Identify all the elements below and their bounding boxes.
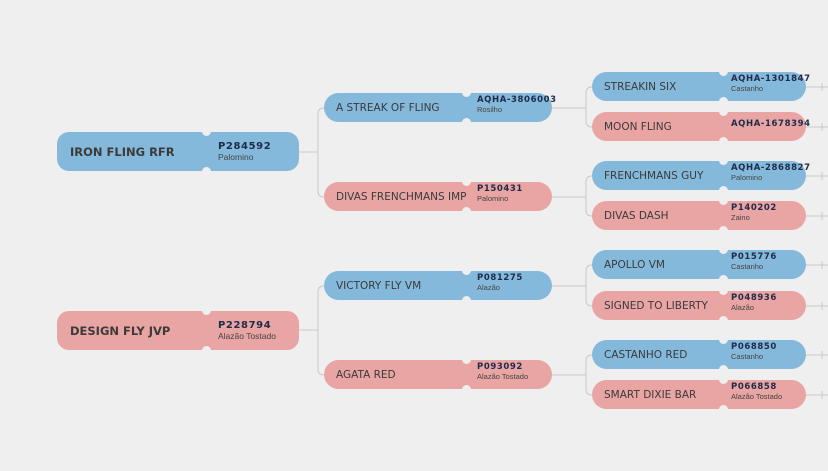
card-notch: [202, 306, 211, 315]
connector-curve: [585, 175, 593, 183]
coat-color: Palomino: [218, 152, 254, 162]
horse-card-streakin-six[interactable]: STREAKIN SIX AQHA-1301847 Castanho: [592, 67, 810, 106]
card-notch: [462, 88, 471, 97]
horse-card-divas-dash[interactable]: DIVAS DASH P140202 Zaino: [592, 196, 806, 235]
card-notch: [719, 186, 728, 195]
registration-number: AQHA-1301847: [731, 74, 811, 84]
card-notch: [462, 355, 471, 364]
connector-curve: [585, 209, 593, 217]
connector-curve: [585, 388, 593, 396]
horse-name: MOON FLING: [604, 120, 672, 133]
horse-card-apollo-vm[interactable]: APOLLO VM P015776 Castanho: [592, 245, 806, 284]
horse-name: AGATA RED: [336, 368, 396, 381]
horse-card-divas-frenchmans-imp[interactable]: DIVAS FRENCHMANS IMP P150431 Palomino: [324, 177, 552, 216]
horse-name: FRENCHMANS GUY: [604, 169, 704, 182]
card-notch: [719, 405, 728, 414]
horse-card-moon-fling[interactable]: MOON FLING AQHA-1678394: [592, 107, 810, 146]
registration-number: P066858: [731, 382, 777, 392]
coat-color: Palomino: [731, 173, 763, 182]
horse-name: DIVAS FRENCHMANS IMP: [336, 190, 467, 203]
horse-card-victory-fly-vm[interactable]: VICTORY FLY VM P081275 Alazão: [324, 266, 552, 305]
card-notch: [719, 156, 728, 165]
horse-name: CASTANHO RED: [604, 348, 688, 361]
card-notch: [719, 365, 728, 374]
card-notch: [719, 107, 728, 116]
registration-number: P228794: [218, 320, 272, 331]
card-notch: [719, 97, 728, 106]
coat-color: Palomino: [477, 194, 509, 203]
card-notch: [719, 196, 728, 205]
coat-color: Alazão: [477, 283, 500, 292]
card-notch: [462, 177, 471, 186]
card-notch: [202, 127, 211, 136]
horse-name: STREAKIN SIX: [604, 80, 677, 93]
coat-color: Castanho: [731, 84, 764, 93]
card-notch: [719, 226, 728, 235]
coat-color: Alazão Tostado: [477, 372, 529, 381]
registration-number: AQHA-3806003: [477, 95, 557, 105]
horse-name: APOLLO VM: [604, 258, 665, 271]
card-notch: [462, 296, 471, 305]
card-notch: [719, 67, 728, 76]
connector-curve: [317, 368, 325, 376]
card-notch: [719, 245, 728, 254]
horse-name: A STREAK OF FLING: [336, 101, 440, 114]
registration-number: P284592: [218, 141, 272, 152]
coat-color: Alazão: [731, 303, 754, 312]
card-notch: [202, 167, 211, 176]
registration-number: P015776: [731, 252, 777, 262]
connector-curve: [585, 299, 593, 307]
horse-card-iron-fling-rfr[interactable]: IRON FLING RFR P284592 Palomino: [57, 127, 299, 176]
horse-name: IRON FLING RFR: [70, 144, 175, 159]
registration-number: P150431: [477, 184, 523, 194]
horse-card-design-fly-jvp[interactable]: DESIGN FLY JVP P228794 Alazão Tostado: [57, 306, 299, 355]
horse-name: SMART DIXIE BAR: [604, 388, 697, 401]
horse-name: SIGNED TO LIBERTY: [604, 299, 708, 312]
connector-curve: [317, 285, 325, 293]
registration-number: P048936: [731, 293, 777, 303]
card-notch: [719, 137, 728, 146]
card-notch: [719, 286, 728, 295]
horse-card-agata-red[interactable]: AGATA RED P093092 Alazão Tostado: [324, 355, 552, 394]
horse-card-a-streak-of-fling[interactable]: A STREAK OF FLING AQHA-3806003 Rosilho: [324, 88, 556, 127]
connector-curve: [317, 190, 325, 198]
horse-card-frenchmans-guy[interactable]: FRENCHMANS GUY AQHA-2868827 Palomino: [592, 156, 810, 195]
registration-number: AQHA-2868827: [731, 163, 811, 173]
registration-number: AQHA-1678394: [731, 119, 811, 129]
registration-number: P140202: [731, 203, 777, 213]
card-notch: [719, 335, 728, 344]
connector-curve: [585, 354, 593, 362]
coat-color: Alazão Tostado: [218, 331, 276, 341]
card-notch: [462, 118, 471, 127]
connector-curve: [585, 86, 593, 94]
registration-number: P068850: [731, 342, 777, 352]
card-notch: [719, 275, 728, 284]
coat-color: Alazão Tostado: [731, 392, 783, 401]
coat-color: Castanho: [731, 262, 764, 271]
card-notch: [462, 385, 471, 394]
registration-number: P081275: [477, 273, 523, 283]
coat-color: Zaino: [731, 213, 750, 222]
coat-color: Rosilho: [477, 105, 503, 114]
card-notch: [462, 207, 471, 216]
connector-curve: [585, 264, 593, 272]
card-notch: [462, 266, 471, 275]
connector-curve: [317, 107, 325, 115]
card-notch: [202, 346, 211, 355]
horse-card-smart-dixie-bar[interactable]: SMART DIXIE BAR P066858 Alazão Tostado: [592, 375, 806, 414]
horse-name: VICTORY FLY VM: [336, 279, 422, 292]
horse-name: DIVAS DASH: [604, 209, 669, 222]
card-notch: [719, 375, 728, 384]
horse-card-castanho-red[interactable]: CASTANHO RED P068850 Castanho: [592, 335, 806, 374]
horse-card-signed-to-liberty[interactable]: SIGNED TO LIBERTY P048936 Alazão: [592, 286, 806, 325]
registration-number: P093092: [477, 362, 523, 372]
connector-curve: [585, 120, 593, 128]
card-notch: [719, 316, 728, 325]
coat-color: Castanho: [731, 352, 764, 361]
horse-name: DESIGN FLY JVP: [70, 323, 171, 338]
